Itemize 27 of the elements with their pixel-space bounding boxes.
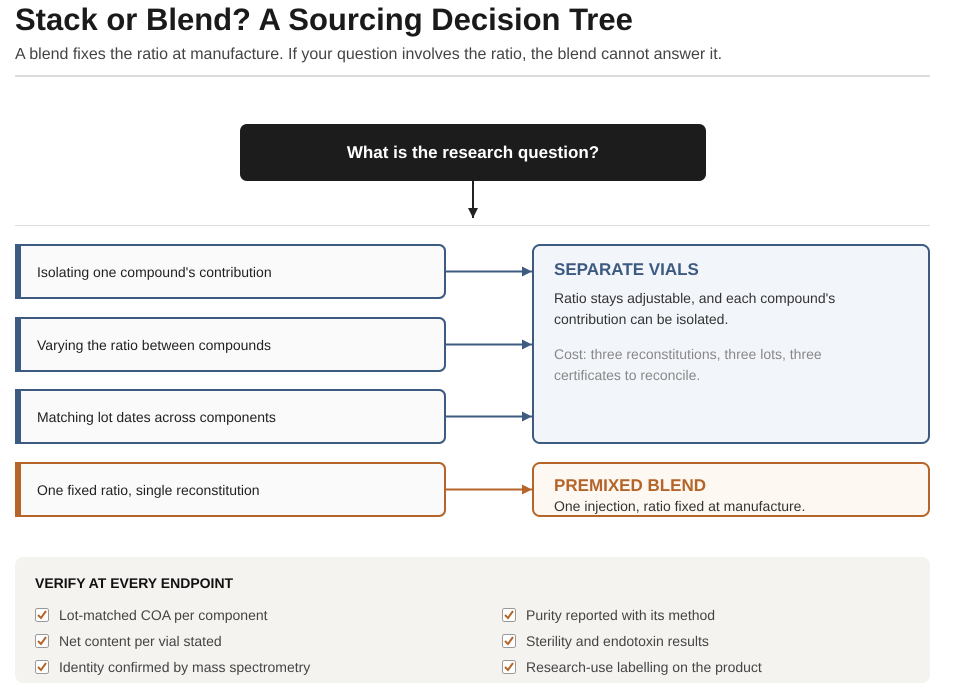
- option-box: One fixed ratio, single reconstitution: [15, 462, 446, 517]
- outcome-heading: PREMIXED BLEND: [554, 476, 708, 496]
- arrow: [446, 412, 532, 422]
- checklist-item: Research-use labelling on the product: [526, 659, 762, 675]
- option-box: Isolating one compound's contribution: [15, 244, 446, 299]
- checklist-item: Purity reported with its method: [526, 607, 716, 623]
- outcome-box: [532, 244, 930, 444]
- outcome-text: One injection, ratio fixed at manufacture.: [554, 497, 806, 516]
- checklist-item: Identity confirmed by mass spectrometry: [59, 659, 310, 675]
- arrow: [468, 181, 478, 218]
- outcome-box: [532, 462, 930, 517]
- option-box: Varying the ratio between compounds: [15, 317, 446, 372]
- outcome-text: Ratio stays adjustable, and each compound's contribution can be isolated.: [554, 289, 836, 329]
- arrow: [446, 484, 532, 494]
- option-box: Matching lot dates across components: [15, 389, 446, 444]
- checklist-item: Lot-matched COA per component: [59, 607, 268, 623]
- checklist-heading: VERIFY AT EVERY ENDPOINT: [35, 575, 234, 591]
- outcome-text: Cost: three reconstitutions, three lots, three certificates to reconcile.: [554, 345, 823, 385]
- arrow: [446, 340, 532, 350]
- checklist-panel: [15, 557, 930, 683]
- question-box: What is the research question?: [240, 124, 706, 181]
- outcome-heading: SEPARATE VIALS: [554, 260, 700, 280]
- checklist-item: Sterility and endotoxin results: [526, 633, 709, 649]
- arrow: [446, 266, 532, 276]
- subtitle: A blend fixes the ratio at manufacture. If your question involves the ratio, the blend cannot answer it.: [15, 46, 722, 64]
- title: Stack or Blend? A Sourcing Decision Tree: [15, 2, 633, 38]
- checklist-item: Net content per vial stated: [59, 633, 222, 649]
